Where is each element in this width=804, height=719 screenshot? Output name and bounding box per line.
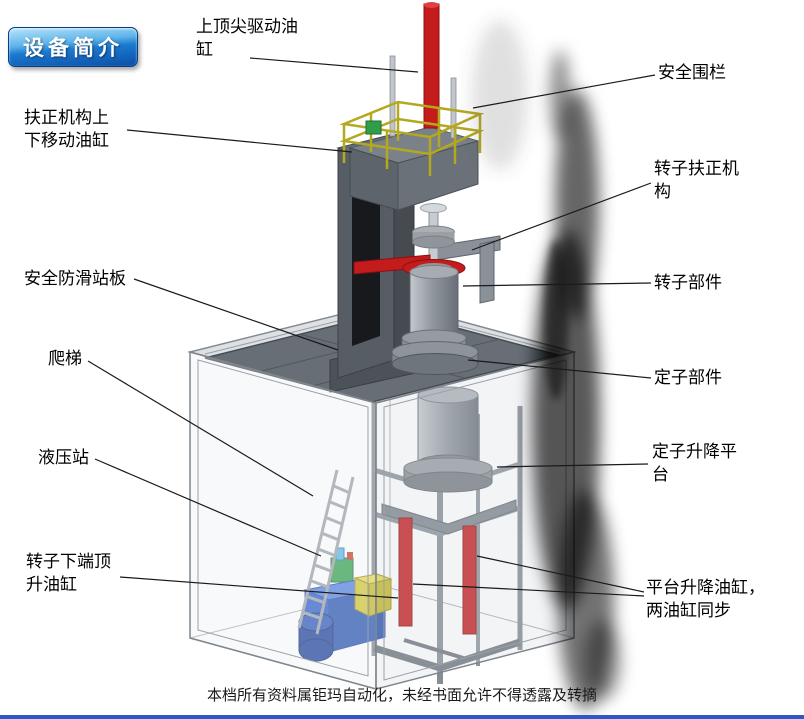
enclosure-front <box>189 351 575 690</box>
bottom-accent-line <box>0 715 804 719</box>
title-badge: 设备简介 <box>8 27 138 67</box>
title-badge-label: 设备简介 <box>23 37 123 60</box>
access-ladder <box>297 469 355 635</box>
label-ladder: 爬梯 <box>48 349 82 368</box>
label-hydraulic-station: 液压站 <box>38 448 89 467</box>
rotor-assembly <box>353 203 501 375</box>
press-column <box>329 126 480 393</box>
top-drive-cylinder-shape <box>389 2 457 139</box>
watermark: 本档所有资料属钜玛自动化，未经书面允许不得透露及转摘 <box>206 688 597 704</box>
label-rotor-part: 转子部件 <box>654 273 722 292</box>
label-stator-part: 定子部件 <box>654 368 722 387</box>
label-anti-slip-platform: 安全防滑站板 <box>24 269 126 288</box>
label-rotor-bottom-jack-cylinder: 转子下端顶升油缸 <box>26 552 111 594</box>
shadow-smudge <box>472 20 621 710</box>
leader-lines <box>87 57 656 599</box>
label-platform-lift-cylinders: 平台升降油缸，两油缸同步 <box>646 578 765 620</box>
stator-assembly <box>381 386 517 535</box>
hydraulic-station-unit <box>298 547 393 662</box>
label-rotor-centering-mechanism: 转子扶正机构 <box>654 159 739 201</box>
label-safety-fence: 安全围栏 <box>658 63 726 82</box>
label-top-drive-cylinder: 上顶尖驱动油缸 <box>196 17 298 59</box>
label-centering-mechanism-cylinder: 扶正机构上下移动油缸 <box>24 108 109 150</box>
label-stator-lift-platform: 定子升降平台 <box>652 442 737 484</box>
lift-cylinders <box>398 517 477 635</box>
